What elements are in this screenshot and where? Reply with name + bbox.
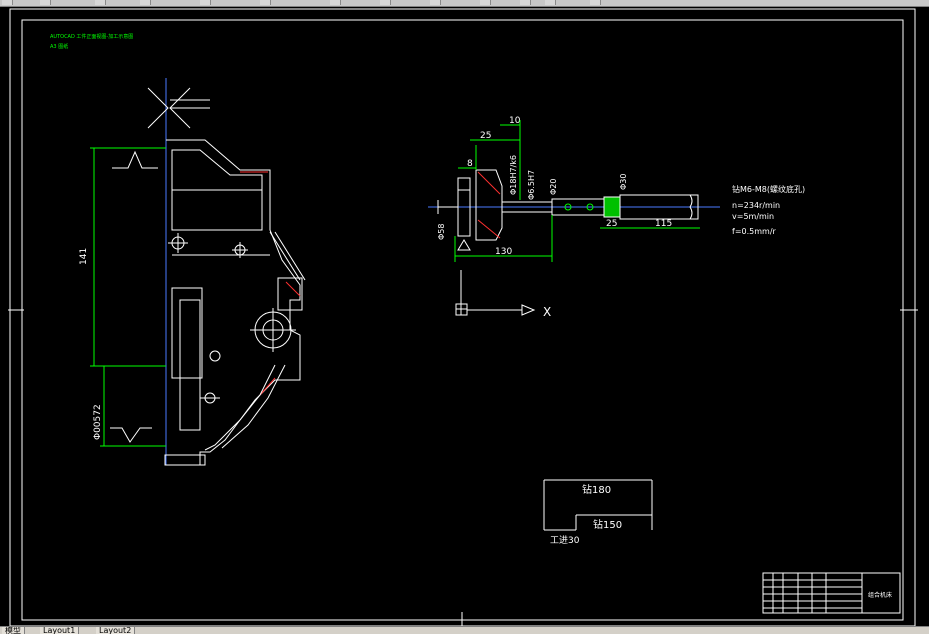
bushing-block bbox=[475, 169, 503, 241]
cycle-label-3: 工进30 bbox=[550, 535, 580, 546]
dim-130-label: 130 bbox=[495, 247, 512, 257]
spec-line-1: 钻M6-M8(螺纹底孔) bbox=[732, 184, 805, 194]
spec-line-4: f=0.5mm/r bbox=[732, 227, 777, 236]
dim-25b-label: 25 bbox=[606, 219, 617, 229]
toolbar-button-7[interactable] bbox=[330, 0, 341, 5]
cycle-label-2: 钻150 bbox=[593, 518, 622, 531]
drill-mark-1 bbox=[564, 203, 572, 211]
title-block-name: 组合机床 bbox=[868, 591, 892, 599]
part-web-2 bbox=[221, 364, 286, 449]
part-outline bbox=[166, 139, 301, 466]
part-boss bbox=[277, 277, 303, 311]
layout-tab-bar: 模型 Layout1 Layout2 bbox=[0, 626, 929, 634]
dim-phi30-label: Φ30 bbox=[619, 174, 628, 190]
drawing-frame bbox=[9, 8, 916, 626]
part-diag-1 bbox=[269, 231, 301, 281]
header-note-2: A3 图纸 bbox=[50, 43, 68, 50]
cad-drawing[interactable]: AUTOCAD 工件正面视图-加工示意图 A3 图纸 bbox=[0, 7, 929, 626]
cycle-label-1: 钻180 bbox=[582, 483, 611, 496]
dim-fit2-label: Φ6.5H7 bbox=[527, 170, 536, 200]
toolbar-button-10[interactable] bbox=[480, 0, 491, 5]
dim-8-label: 8 bbox=[467, 159, 473, 169]
tab-layout2[interactable]: Layout2 bbox=[96, 627, 136, 634]
toolbar-button-9[interactable] bbox=[430, 0, 441, 5]
toolbar-button-2[interactable] bbox=[40, 0, 51, 5]
title-block-frame bbox=[762, 572, 901, 614]
toolbar-button-5[interactable] bbox=[200, 0, 211, 5]
toolbar-button-8[interactable] bbox=[380, 0, 391, 5]
break-line bbox=[689, 194, 693, 220]
toolbar-button-3[interactable] bbox=[95, 0, 106, 5]
dim-10-label: 10 bbox=[509, 116, 521, 126]
part-web bbox=[204, 364, 276, 451]
locator-symbol-bottom bbox=[110, 427, 152, 443]
tab-model[interactable]: 模型 bbox=[2, 627, 25, 634]
toolbar-button-11[interactable] bbox=[520, 0, 531, 5]
dim-fit-label: Φ18H7/k6 bbox=[509, 155, 518, 195]
drill-collar bbox=[603, 196, 621, 218]
section-hatch-2 bbox=[285, 281, 301, 297]
toolbar bbox=[0, 0, 929, 7]
dim-phi58-label: Φ58 bbox=[437, 224, 446, 240]
header-note-1: AUTOCAD 工件正面视图-加工示意图 bbox=[50, 33, 133, 40]
part-diag-2 bbox=[274, 231, 306, 281]
toolbar-button-4[interactable] bbox=[140, 0, 151, 5]
spec-line-2: n=234r/min bbox=[732, 201, 780, 210]
hole-3 bbox=[209, 350, 221, 362]
tab-layout1[interactable]: Layout1 bbox=[40, 627, 80, 634]
part-rib bbox=[179, 299, 201, 431]
datum-triangle bbox=[457, 239, 471, 251]
spindle bbox=[619, 194, 699, 220]
feed-cycle-diagram: 钻180 钻150 工进30 bbox=[543, 479, 653, 546]
part-upper-cavity bbox=[171, 149, 263, 231]
drill-mark-2 bbox=[586, 203, 594, 211]
arrow-symbol-top bbox=[147, 87, 210, 129]
ucs-icon: X bbox=[455, 270, 551, 319]
dim-115-label: 115 bbox=[655, 219, 672, 229]
part-lower-block bbox=[171, 287, 203, 379]
dim-vertical-label: 141 bbox=[79, 248, 89, 265]
dim-diameter-label: Φ00572 bbox=[93, 404, 103, 440]
title-block: 组合机床 bbox=[762, 572, 901, 614]
toolbar-button-6[interactable] bbox=[260, 0, 271, 5]
drawing-inner-frame bbox=[21, 19, 904, 621]
part-foot bbox=[164, 454, 206, 466]
spec-line-3: v=5m/min bbox=[732, 212, 774, 221]
drawing-canvas[interactable]: AUTOCAD 工件正面视图-加工示意图 A3 图纸 bbox=[0, 7, 929, 626]
ucs-x-label: X bbox=[543, 305, 551, 319]
tool-view: 25 10 8 Φ18H7/k6 Φ6.5H7 Φ20 Φ30 Φ58 130 … bbox=[428, 116, 805, 262]
section-hatch-3 bbox=[259, 377, 276, 396]
ucs-x-arrow bbox=[521, 304, 536, 316]
left-part-view: 141 Φ00572 bbox=[79, 78, 306, 466]
toolbar-button-12[interactable] bbox=[545, 0, 556, 5]
locator-symbol-top bbox=[112, 150, 158, 169]
toolbar-button-1[interactable] bbox=[2, 0, 13, 5]
bushing-hatch-1 bbox=[477, 171, 501, 195]
toolbar-button-13[interactable] bbox=[590, 0, 601, 5]
dim-25-label: 25 bbox=[480, 131, 491, 141]
dim-phi20-label: Φ20 bbox=[549, 179, 558, 195]
bushing-hatch-2 bbox=[477, 219, 501, 239]
